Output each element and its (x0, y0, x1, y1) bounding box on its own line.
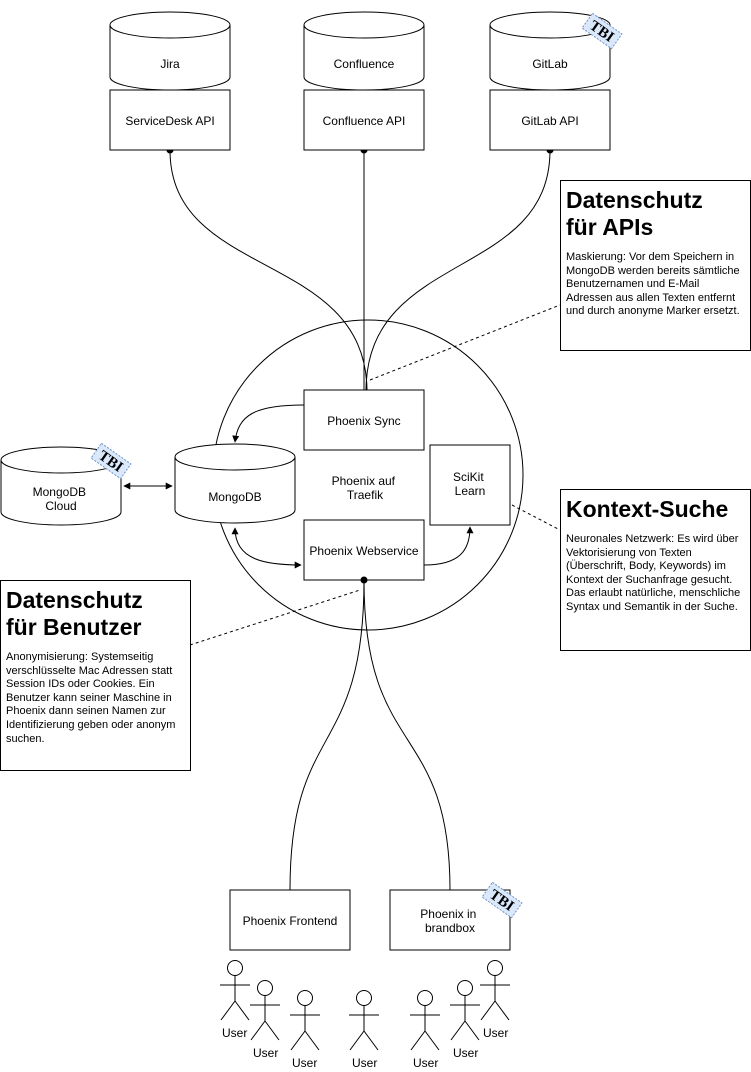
user-label: User (352, 1056, 378, 1070)
servicedesk-api-label: ServiceDesk API (125, 114, 214, 128)
user-label: User (483, 1026, 509, 1040)
scikit-learn-label: SciKit Learn (453, 470, 487, 498)
arrow-mongodb-webservice (231, 527, 302, 569)
note-user-privacy-text: Anonymisierung: Systemseitig verschlüsse… (6, 651, 176, 745)
gitlab-database: GitLab (489, 11, 611, 91)
user-label: User (413, 1056, 439, 1070)
note-context-search-text: Neuronales Netzwerk: Es wird über Vektor… (566, 533, 741, 613)
user-stick-figure (480, 960, 510, 1021)
connector-servicedesk-sync (169, 149, 368, 391)
user-label: User (292, 1056, 318, 1070)
phoenix-sync-label: Phoenix Sync (327, 414, 400, 428)
mongodb-cloud-database: MongoDB Cloud (0, 446, 122, 526)
jira-label: Jira (160, 57, 180, 71)
note-context-search-title: Kontext-Suche (566, 496, 729, 522)
connector-webservice-brandbox (363, 579, 451, 891)
gitlab-label: GitLab (532, 57, 568, 71)
confluence-api-label: Confluence API (323, 114, 406, 128)
jira-database: Jira (109, 11, 231, 91)
note-api-privacy-title: Datenschutz für APIs (566, 187, 703, 240)
user-stick-figure (290, 990, 320, 1051)
user-stick-figure (220, 960, 250, 1021)
phoenix-webservice-box (303, 519, 425, 581)
dash-api-privacy (369, 304, 561, 381)
phoenix-sync-box (303, 389, 425, 451)
confluence-database: Confluence (303, 11, 425, 91)
connector-dot (360, 576, 368, 584)
internal-arrows (123, 404, 474, 569)
note-user-privacy-title: Datenschutz für Benutzer (6, 587, 143, 640)
confluence-api-box (303, 89, 425, 151)
scikit-learn-box (429, 444, 511, 526)
dash-user-privacy (189, 589, 361, 646)
user-figures (220, 960, 510, 1051)
mongodb-label: MongoDB (208, 490, 261, 504)
user-stick-figure (250, 980, 280, 1041)
phoenix-webservice-label: Phoenix Webservice (309, 544, 418, 558)
dash-context-search (511, 504, 561, 531)
arrow-sync-to-mongodb (232, 404, 305, 443)
phoenix-frontend-box (229, 889, 351, 951)
gitlab-api-box (489, 89, 611, 151)
user-stick-figure (450, 980, 480, 1041)
user-label: User (222, 1026, 248, 1040)
user-stick-figure (410, 990, 440, 1051)
servicedesk-api-box (109, 89, 231, 151)
client-connectors (289, 579, 451, 891)
phoenix-frontend-label: Phoenix Frontend (243, 914, 338, 928)
note-connectors (189, 304, 561, 646)
api-connectors (169, 149, 551, 391)
note-api-privacy: Datenschutz für APIs Maskierung: Vor dem… (560, 180, 751, 351)
mongodb-cloud-label: MongoDB Cloud (33, 485, 90, 513)
note-context-search: Kontext-Suche Neuronales Netzwerk: Es wi… (560, 489, 751, 651)
note-api-privacy-text: Maskierung: Vor dem Speichern in MongoDB… (566, 251, 740, 318)
mongodb-database: MongoDB (174, 443, 296, 524)
confluence-label: Confluence (334, 57, 395, 71)
user-label: User (253, 1046, 279, 1060)
user-label: User (453, 1046, 479, 1060)
phoenix-brandbox-label: Phoenix in brandbox (420, 907, 479, 935)
gitlab-api-label: GitLab API (521, 114, 578, 128)
arrow-webservice-scikit (423, 526, 474, 566)
note-user-privacy: Datenschutz für Benutzer Anonymisierung:… (0, 580, 191, 771)
user-stick-figure (349, 990, 379, 1051)
connector-webservice-frontend (289, 579, 365, 891)
connector-gitlab-sync (365, 149, 551, 391)
traefik-label: Phoenix auf Traefik (332, 474, 399, 502)
